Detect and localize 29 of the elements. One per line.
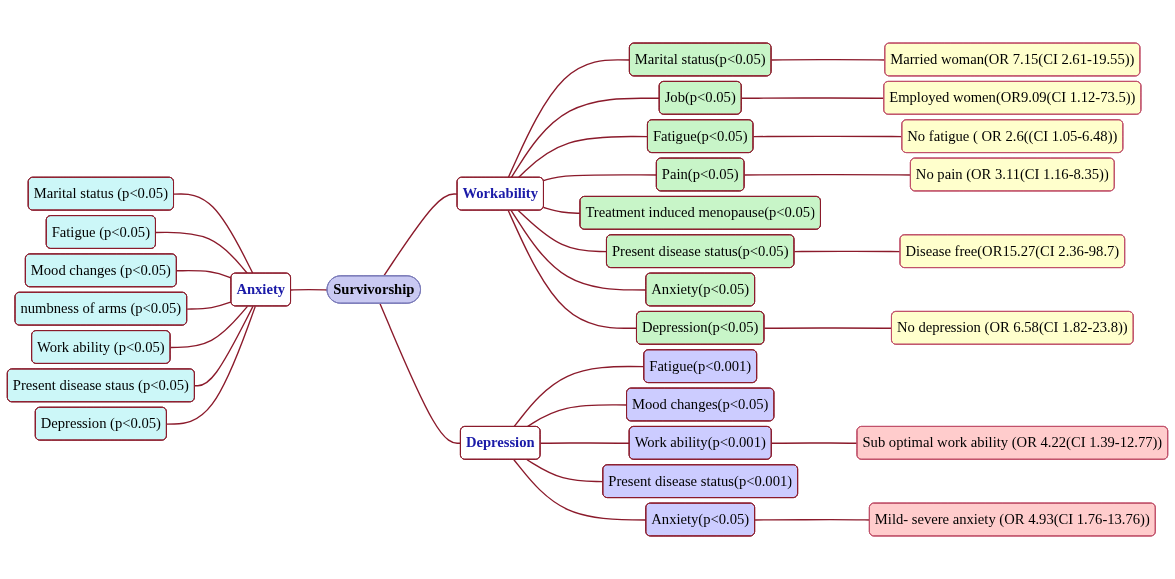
connector — [173, 193, 254, 275]
connector — [763, 327, 893, 329]
connector — [517, 209, 608, 253]
connector — [526, 404, 628, 428]
connector — [770, 58, 886, 61]
connector — [510, 209, 647, 291]
connector — [176, 269, 233, 279]
connector — [382, 193, 459, 277]
connector — [517, 135, 649, 179]
connector — [169, 305, 249, 349]
connector — [379, 302, 462, 444]
connector — [507, 209, 638, 329]
connector — [186, 301, 233, 310]
connector — [526, 459, 604, 483]
connector — [166, 305, 256, 425]
connector — [542, 174, 658, 182]
connector — [754, 519, 871, 521]
connector — [743, 173, 912, 176]
connector — [539, 442, 631, 444]
connector — [793, 250, 902, 253]
connector — [155, 231, 249, 275]
connector — [741, 97, 885, 99]
connector — [194, 305, 254, 387]
connector — [513, 365, 645, 428]
connector — [513, 459, 647, 521]
connector — [290, 288, 329, 291]
connector — [507, 59, 631, 179]
connector — [510, 97, 661, 179]
connector — [752, 135, 903, 138]
